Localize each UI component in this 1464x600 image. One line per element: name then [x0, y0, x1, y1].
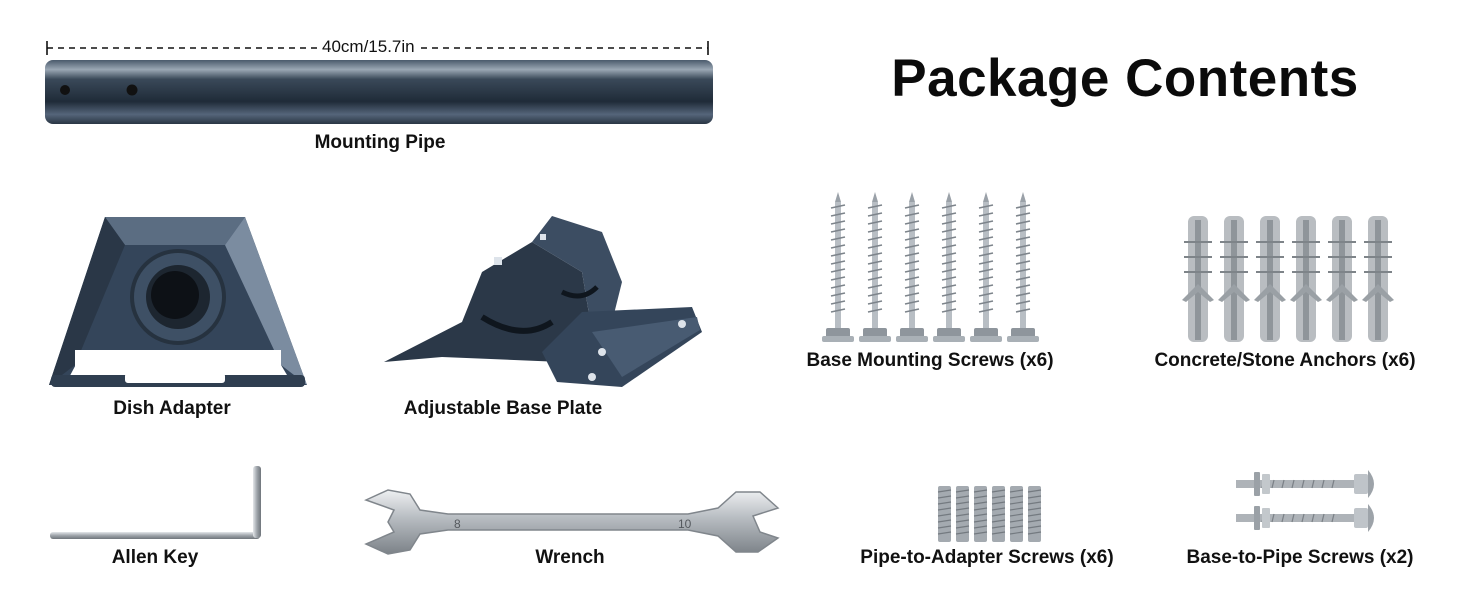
pipe-screws-label: Base-to-Pipe Screws (x2) — [1186, 547, 1414, 568]
pipe-dimension-label: 40cm/15.7in — [318, 37, 419, 57]
base-plate-image — [384, 216, 702, 387]
adapter-screws-label: Pipe-to-Adapter Screws (x6) — [860, 547, 1114, 568]
wrench-image: 8 10 — [364, 489, 780, 555]
allen-key-label: Allen Key — [111, 547, 199, 568]
mounting-pipe-label: Mounting Pipe — [314, 132, 446, 153]
wrench-label: Wrench — [535, 547, 605, 568]
dish-adapter-image — [49, 217, 307, 387]
base-screws-image — [822, 191, 1040, 343]
page-title: Package Contents — [891, 49, 1359, 108]
anchors-label: Concrete/Stone Anchors (x6) — [1154, 350, 1416, 371]
allen-key-image — [50, 466, 261, 539]
svg-text:10: 10 — [678, 517, 692, 531]
base-plate-label: Adjustable Base Plate — [403, 398, 603, 419]
pipe-screws-image — [1235, 470, 1375, 533]
mounting-pipe-image — [45, 60, 713, 124]
base-screws-label: Base Mounting Screws (x6) — [806, 350, 1054, 371]
adapter-screws-image — [937, 485, 1042, 543]
svg-text:8: 8 — [454, 517, 461, 531]
anchors-image — [1182, 215, 1395, 343]
dish-adapter-label: Dish Adapter — [113, 398, 231, 419]
